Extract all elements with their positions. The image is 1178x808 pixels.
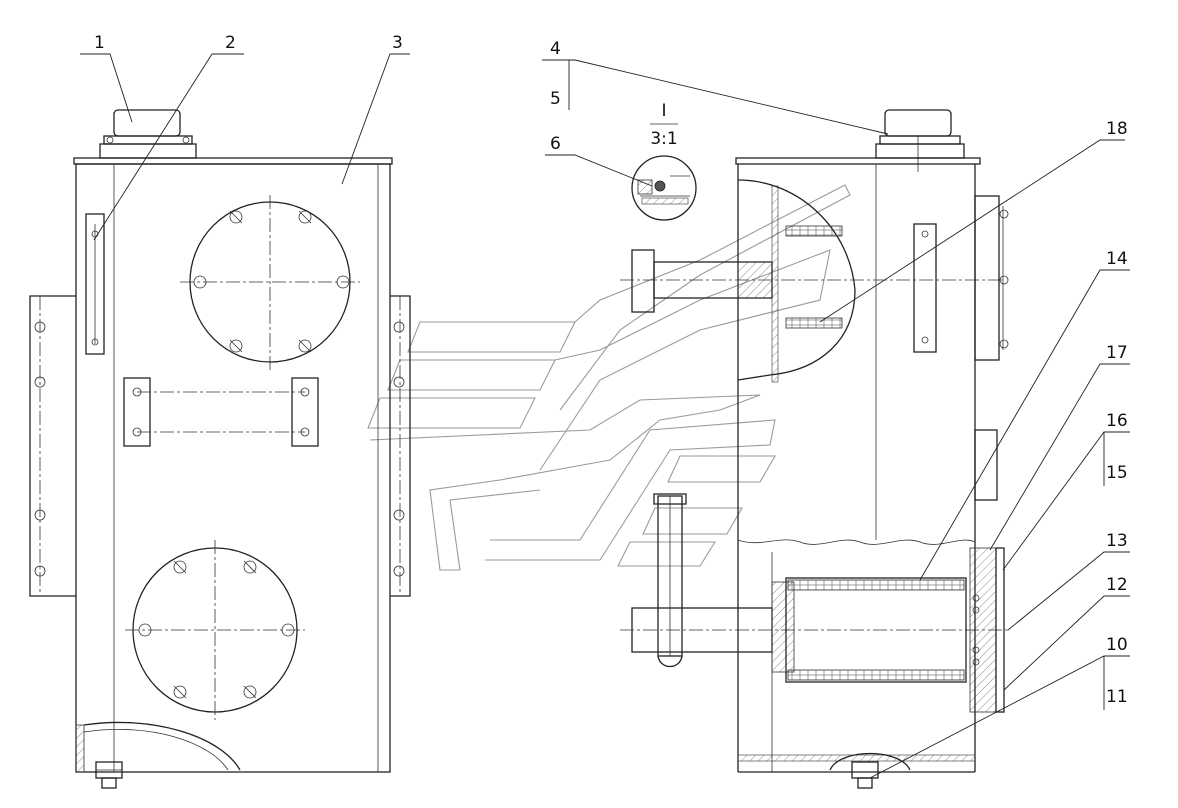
section-view: [620, 109, 1010, 789]
callout-11: 11: [1106, 687, 1128, 707]
callout-18: 18: [1106, 119, 1128, 139]
callout-3: 3: [392, 33, 403, 53]
detail-label: I 3:1: [650, 101, 678, 149]
callout-14: 14: [1106, 249, 1128, 269]
callout-4: 4: [550, 39, 561, 59]
callout-13: 13: [1106, 531, 1128, 551]
callout-6: 6: [550, 134, 561, 154]
detail-label-scale: 3:1: [650, 129, 677, 149]
callout-labels: 1 2 3 4 5 6 18 14 17 16 15 13 12 10 11: [94, 33, 1128, 707]
callout-16: 16: [1106, 411, 1128, 431]
leader-lines: [80, 53, 1130, 779]
watermark-logo: [367, 184, 851, 571]
detail-view-I: [631, 155, 697, 221]
callout-15: 15: [1106, 463, 1128, 483]
callout-12: 12: [1106, 575, 1128, 595]
callout-1: 1: [94, 33, 105, 53]
front-view: [29, 109, 411, 789]
callout-2: 2: [225, 33, 236, 53]
detail-label-top: I: [661, 101, 666, 121]
callout-17: 17: [1106, 343, 1128, 363]
callout-10: 10: [1106, 635, 1128, 655]
callout-5: 5: [550, 89, 561, 109]
